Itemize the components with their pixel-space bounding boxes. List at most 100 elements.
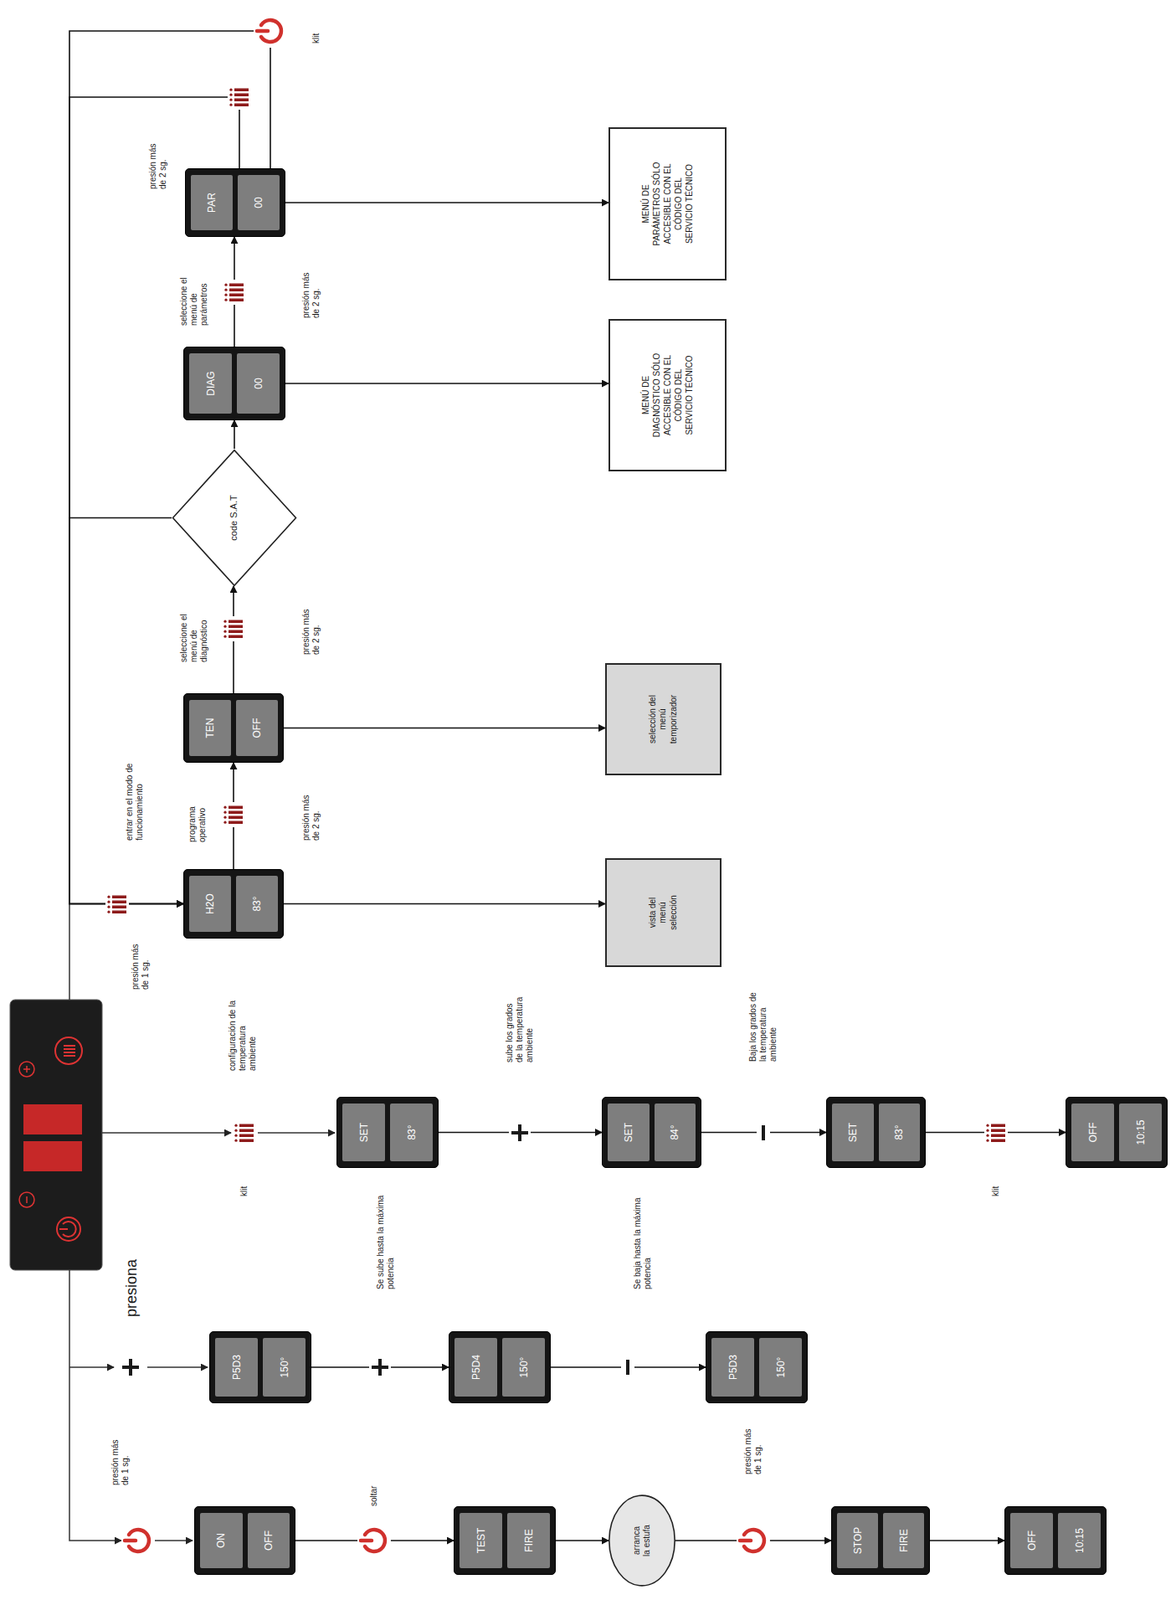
menu-icon	[221, 616, 246, 642]
display-text: TEST	[475, 1527, 488, 1554]
display-pane: 150°	[759, 1337, 802, 1397]
display-pane: OFF	[247, 1512, 291, 1568]
menu-view-box: vista del menú selección	[605, 857, 722, 967]
plus-button-symbol	[369, 1355, 391, 1378]
menu-icon	[222, 279, 247, 305]
flow-arrow	[233, 420, 236, 449]
display-text: 150°	[278, 1356, 291, 1378]
display-pane: 84°	[654, 1103, 697, 1161]
display-text: SET	[847, 1122, 859, 1142]
display-box: PAR00	[184, 168, 286, 237]
display-text: 83°	[405, 1124, 418, 1140]
display-pane: OFF	[236, 699, 278, 756]
panel-lines	[69, 903, 335, 1541]
step-note: presión más de 1 sg.	[110, 1432, 131, 1485]
display-text: OFF	[1087, 1122, 1099, 1143]
display-pane: STOP	[837, 1512, 879, 1568]
step-note: presión más de 2 sg.	[148, 137, 169, 190]
display-pane: FIRE	[883, 1512, 925, 1568]
display-pane: 10:15	[1057, 1512, 1101, 1568]
display-text: DIAG	[205, 370, 217, 396]
step-note: seleccione el menú de parámetros	[179, 258, 210, 326]
flow-arrow	[285, 201, 609, 204]
display-text: ON	[215, 1532, 227, 1548]
menu-icon	[984, 1119, 1008, 1146]
menu-view-box: selección del menú temporizador	[605, 662, 722, 776]
flow-line	[257, 1131, 335, 1134]
display-box: SET 83°	[826, 1096, 926, 1168]
flow-line	[69, 1269, 122, 1541]
text-wrap: code S.A.T	[228, 494, 240, 540]
display-pane: 10:15	[1119, 1103, 1162, 1161]
flow-arrow	[555, 1539, 609, 1541]
display-box: P5D4 150°	[448, 1330, 551, 1403]
decision-diamond: code S.A.T	[171, 448, 298, 587]
step-note: sube los grados de la temperatura ambien…	[504, 991, 535, 1063]
display-pane: P5D3	[711, 1337, 755, 1397]
menu-icon	[105, 891, 129, 917]
flow-arrow	[69, 518, 184, 904]
power-icon	[121, 1523, 155, 1557]
display-pane: 00	[236, 353, 280, 414]
display-pane: H2O	[189, 875, 232, 932]
service-menu-box: MENÚ DE DIAGNÓSTICO SÓLO ACCESIBLE CON E…	[608, 318, 727, 472]
display-pane: P5D4	[454, 1337, 498, 1397]
display-text: FIRE	[523, 1528, 535, 1551]
step-note: klit	[311, 18, 322, 44]
display-pane: OFF	[1071, 1103, 1115, 1161]
display-pane: SET	[831, 1103, 874, 1161]
node-text: MENÚ DE DIAGNÓSTICO SÓLO ACCESIBLE CON E…	[640, 350, 695, 440]
step-note: presiona	[123, 1232, 142, 1317]
display-text: SET	[622, 1122, 635, 1142]
display-pane: ON	[200, 1512, 243, 1568]
display-box: SET 84°	[601, 1096, 702, 1168]
step-note: Se sube hasta la máxima potencia	[375, 1190, 396, 1289]
control-panel	[10, 999, 103, 1270]
display-pane: 83°	[878, 1103, 921, 1161]
node-text: MENÚ DE PARÁMETROS SÓLO ACCESIBLE CON EL…	[640, 159, 695, 249]
display-box: OFF 10:15	[1065, 1096, 1168, 1168]
display-text: 00	[252, 196, 265, 208]
display-pane: 83°	[236, 875, 278, 932]
step-note: presión más de 2 sg.	[301, 602, 322, 655]
text-wrap: vista del menú selección	[647, 886, 680, 939]
step-note: programa operativo	[187, 786, 208, 843]
display-text: TEN	[204, 718, 216, 739]
display-pane: OFF	[1010, 1512, 1053, 1568]
step-note: klit	[239, 1170, 250, 1197]
display-text: 83°	[251, 895, 263, 911]
display-text: OFF	[251, 718, 263, 739]
node-text: selección del menú temporizador	[647, 693, 680, 745]
display-box: ON OFF	[194, 1505, 296, 1575]
display-text: P5D3	[231, 1354, 243, 1380]
service-menu-box: MENÚ DE PARÁMETROS SÓLO ACCESIBLE CON EL…	[608, 127, 727, 281]
flow-line	[68, 903, 71, 1000]
start-ellipse: arranca la estufa	[608, 1494, 676, 1587]
display-text: 84°	[668, 1124, 681, 1140]
step-note: presión más de 1 sg.	[130, 937, 151, 990]
display-text: P5D3	[727, 1354, 740, 1380]
menu-icon	[221, 801, 246, 827]
flow-arrow	[283, 903, 606, 905]
display-pane: DIAG	[189, 353, 232, 414]
menu-icon	[227, 84, 252, 110]
display-box: P5D3 150°	[209, 1330, 312, 1403]
display-pane: FIRE	[507, 1512, 550, 1568]
display-text: P5D4	[470, 1354, 483, 1380]
display-text: H2O	[204, 893, 216, 915]
display-pane: 00	[237, 174, 280, 231]
display-box: TEST FIRE	[453, 1505, 556, 1575]
flow-line	[102, 1131, 232, 1134]
minus-button-symbol	[756, 1122, 771, 1143]
display-text: STOP	[852, 1526, 864, 1554]
flow-arrow	[285, 382, 609, 385]
flow-arrow	[283, 727, 606, 730]
minus-button-symbol	[621, 1356, 635, 1377]
display-box: TEN OFF	[183, 693, 284, 763]
display-text: 150°	[518, 1356, 530, 1378]
step-note: Se baja hasta la máxima potencia	[632, 1190, 653, 1289]
display-box: DIAG 00	[183, 346, 286, 421]
